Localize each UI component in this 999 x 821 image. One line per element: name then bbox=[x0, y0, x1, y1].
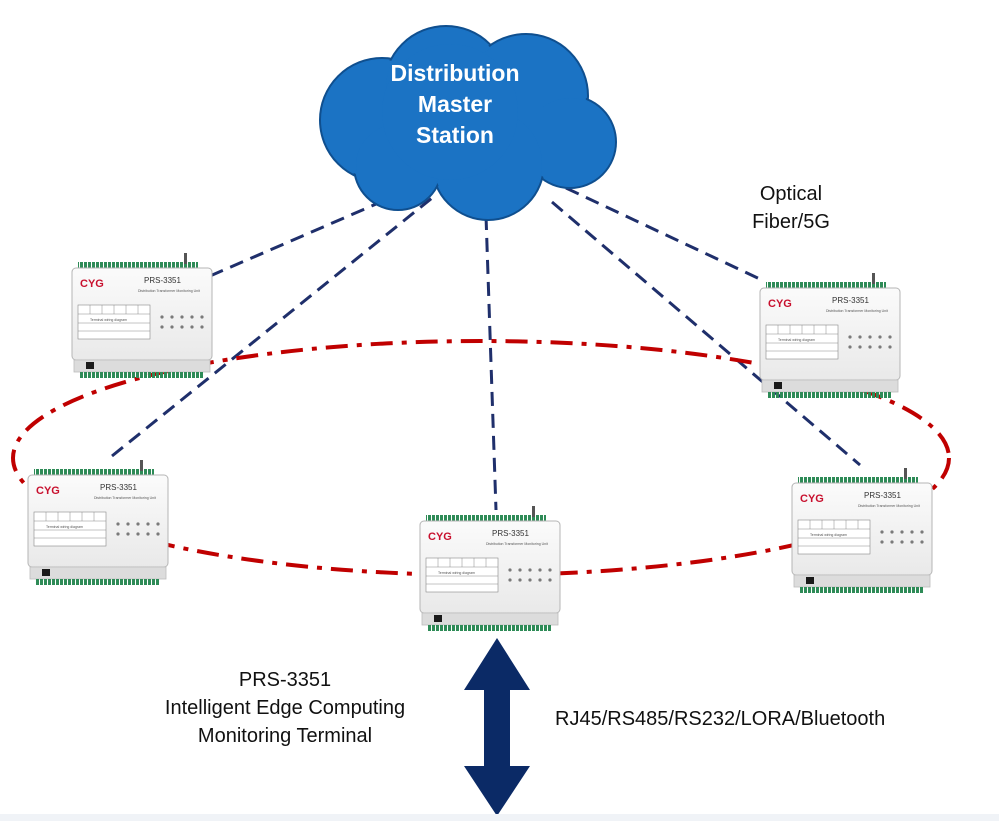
bottom-strip bbox=[0, 814, 999, 821]
terminal-brand: CYG bbox=[80, 278, 104, 290]
terminal-brand: CYG bbox=[36, 485, 60, 497]
interfaces-label: RJ45/RS485/RS232/LORA/Bluetooth bbox=[555, 708, 886, 730]
terminal-model: PRS-3351 bbox=[100, 483, 137, 492]
master-station-label: Distribution Master Station bbox=[355, 58, 555, 151]
terminal-subtitle: Distribution Transformer Monitoring Unit bbox=[826, 309, 888, 313]
terminal-model: PRS-3351 bbox=[144, 276, 181, 285]
wan-link-top-right bbox=[565, 186, 763, 282]
link-type-label: Optical Fiber/5G bbox=[726, 180, 856, 236]
terminal-subtitle: Distribution Transformer Monitoring Unit bbox=[858, 504, 920, 508]
terminal-device: CYG PRS-3351 Distribution Transformer Mo… bbox=[419, 505, 561, 632]
terminal-wiring-label: Terminal wiring diagram bbox=[90, 318, 127, 322]
terminal-subtitle: Distribution Transformer Monitoring Unit bbox=[138, 289, 200, 293]
terminal-model: PRS-3351 bbox=[492, 529, 529, 538]
caption-line: Monitoring Terminal bbox=[197, 725, 373, 747]
terminal-device: CYG PRS-3351 Distribution Transformer Mo… bbox=[791, 467, 933, 594]
terminal-brand: CYG bbox=[800, 493, 824, 505]
wan-link-center bbox=[484, 215, 498, 511]
caption-line: PRS-3351 bbox=[238, 669, 332, 691]
terminal-subtitle: Distribution Transformer Monitoring Unit bbox=[486, 542, 548, 546]
master-station-line: Distribution bbox=[390, 60, 520, 86]
terminal-caption: PRS-3351 Intelligent Edge Computing Moni… bbox=[95, 666, 475, 750]
link-type-line: Optical bbox=[759, 183, 823, 205]
terminal-device: CYG PRS-3351 Distribution Transformer Mo… bbox=[27, 459, 169, 586]
terminal-device: CYG PRS-3351 Distribution Transformer Mo… bbox=[759, 272, 901, 399]
master-station-line: Master bbox=[417, 91, 493, 117]
wan-links bbox=[111, 186, 861, 511]
terminal-model: PRS-3351 bbox=[832, 296, 869, 305]
terminal-model: PRS-3351 bbox=[864, 491, 901, 500]
terminal-wiring-label: Terminal wiring diagram bbox=[810, 533, 847, 537]
wan-link-top-left bbox=[209, 196, 391, 278]
terminal-brand: CYG bbox=[768, 298, 792, 310]
terminal-wiring-label: Terminal wiring diagram bbox=[778, 338, 815, 342]
master-station-line: Station bbox=[416, 122, 494, 148]
terminal-device: CYG PRS-3351 Distribution Transformer Mo… bbox=[71, 252, 213, 379]
wan-link-right bbox=[551, 200, 861, 467]
terminal-wiring-label: Terminal wiring diagram bbox=[438, 571, 475, 575]
link-type-line: Fiber/5G bbox=[752, 211, 830, 233]
caption-line: Intelligent Edge Computing bbox=[164, 697, 406, 719]
double-arrow-icon bbox=[464, 638, 530, 816]
wan-link-left bbox=[111, 196, 433, 458]
terminal-wiring-label: Terminal wiring diagram bbox=[46, 525, 83, 529]
terminal-brand: CYG bbox=[428, 531, 452, 543]
terminal-subtitle: Distribution Transformer Monitoring Unit bbox=[94, 496, 156, 500]
